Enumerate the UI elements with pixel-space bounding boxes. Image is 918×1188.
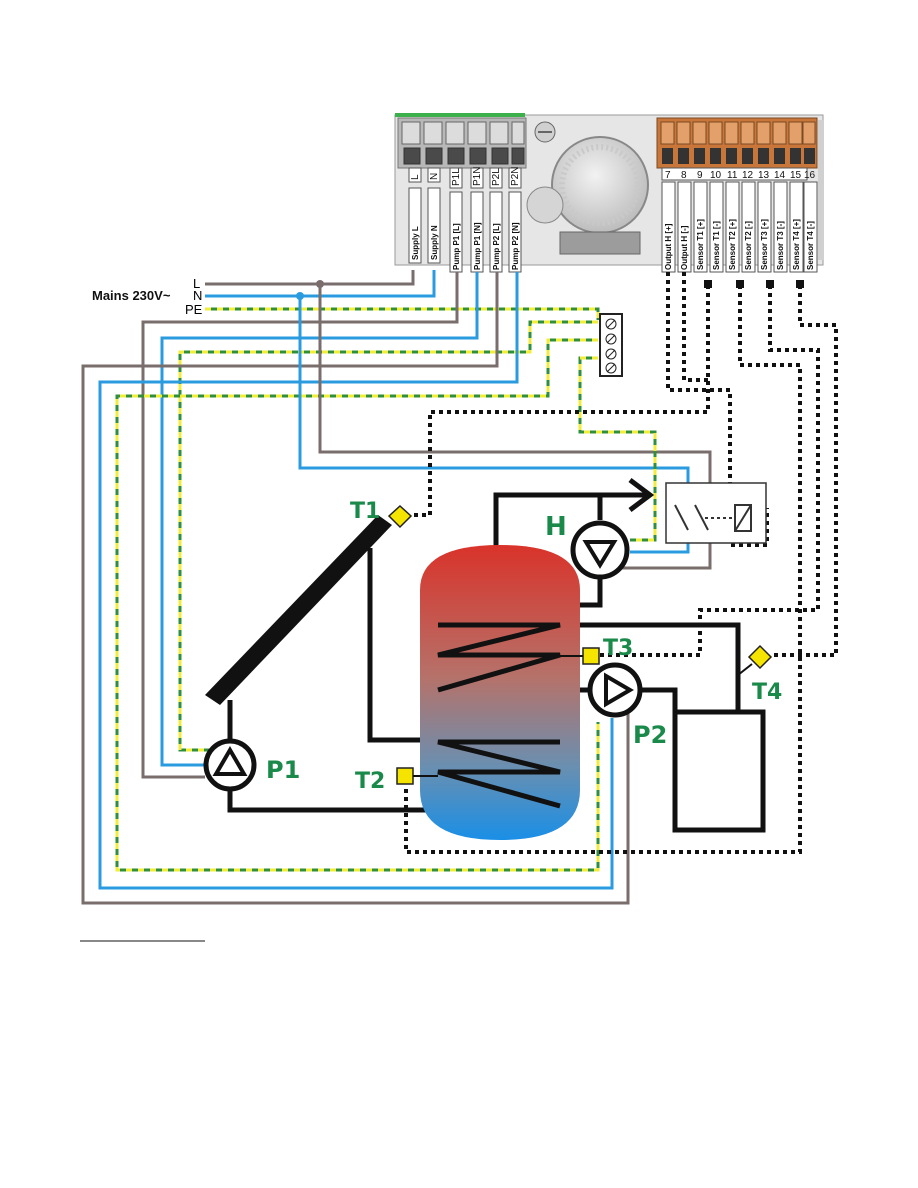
term-label-sensor-t2-minus: Sensor T2 [-] <box>744 221 753 270</box>
pump-p2 <box>587 662 643 718</box>
term-10-num: 10 <box>710 170 722 181</box>
p1-earth-wire <box>178 320 598 752</box>
t2-sensor-cable <box>404 285 802 854</box>
solar-collector <box>205 515 392 705</box>
component-labels: T1 T2 T3 T4 H P1 P2 <box>266 499 782 794</box>
relay-earth-feed <box>578 356 657 542</box>
term-P2L-num: P2L <box>491 168 502 186</box>
term-label-sensor-t4-plus: Sensor T4 [+] <box>792 219 801 270</box>
term-label-sensor-t4-minus: Sensor T4 [-] <box>806 221 815 270</box>
term-label-pump-p2-l: Pump P2 [L] <box>492 223 501 270</box>
term-label-sensor-t3-minus: Sensor T3 [-] <box>776 221 785 270</box>
term-7-num: 7 <box>665 170 671 181</box>
left-terminal-labels: Supply L Supply N Pump P1 [L] Pump P1 [N… <box>408 187 522 273</box>
label-p2: P2 <box>633 721 667 749</box>
upper-heat-exchanger-coil <box>437 622 561 693</box>
term-label-sensor-t2-plus: Sensor T2 [+] <box>728 219 737 270</box>
label-t2: T2 <box>355 769 385 794</box>
sensor-t1-icon <box>387 504 413 529</box>
dhw-arrow-icon <box>628 478 655 512</box>
term-13-num: 13 <box>758 170 770 181</box>
term-label-pump-p1-l: Pump P1 [L] <box>452 223 461 270</box>
p2-out-pipe <box>640 687 678 712</box>
secondary-heat-store <box>672 709 766 833</box>
term-P1N-num: P1N <box>472 167 483 186</box>
mains-PE-label: PE <box>185 302 203 317</box>
label-p1: P1 <box>266 756 300 784</box>
relay-box <box>665 482 767 544</box>
term-label-sensor-t1-plus: Sensor T1 [+] <box>696 219 705 270</box>
left-screw-terminals <box>401 121 525 145</box>
dial-knob <box>551 136 649 234</box>
t4-sensor-cable <box>770 285 838 657</box>
t1-sensor-cable <box>412 285 710 517</box>
sensors <box>387 504 773 785</box>
output-h-minus-cable <box>682 272 710 382</box>
term-N-num: N <box>429 173 440 180</box>
term-15-num: 15 <box>790 170 802 181</box>
term-label-output-h-minus: Output H [-] <box>680 225 689 270</box>
pump-h <box>570 520 630 580</box>
label-h: H <box>545 512 567 542</box>
term-P2N-num: P2N <box>510 167 521 186</box>
mains-earth-wire <box>205 307 600 320</box>
sensor-t2-icon <box>396 767 414 785</box>
left-terminal-numbers: L N P1L P1N P2L P2N <box>408 167 522 189</box>
term-9-num: 9 <box>697 170 703 181</box>
label-t4: T4 <box>752 680 782 705</box>
term-14-num: 14 <box>774 170 786 181</box>
right-terminal-numbers: 7 8 9 10 11 12 13 14 15 16 <box>661 167 816 181</box>
sensor-t3-icon <box>582 647 600 665</box>
term-12-num: 12 <box>742 170 754 181</box>
t3-sensor-cable <box>600 285 820 657</box>
relay-neutral-feed <box>298 296 690 554</box>
p2-live-wire <box>81 272 630 905</box>
right-terminal-labels: Output H [+] Output H [-] Sensor T1 [+] … <box>661 181 818 273</box>
p1-live-wire <box>141 272 459 779</box>
pump-h-icon <box>582 540 618 569</box>
term-L-num: L <box>410 174 421 180</box>
storage-tank <box>420 545 580 840</box>
mains-L-label: L <box>193 276 200 291</box>
mains-labels: Mains 230V~ L N PE <box>92 276 203 317</box>
pump-p2-icon <box>604 672 634 708</box>
sensor-plugs <box>704 280 804 288</box>
term-label-pump-p2-n: Pump P2 [N] <box>511 222 520 270</box>
term-label-supply-n: Supply N <box>430 225 439 260</box>
earth-terminal-block <box>599 313 623 377</box>
p1-neutral-wire <box>160 272 479 767</box>
mains-label: Mains 230V~ <box>92 288 171 303</box>
relay-live-feed <box>318 284 712 570</box>
mains-neutral-wire <box>205 270 436 298</box>
label-t3: T3 <box>603 636 633 661</box>
term-16-num: 16 <box>804 170 816 181</box>
output-h-cable <box>666 272 769 547</box>
term-label-sensor-t1-minus: Sensor T1 [-] <box>712 221 721 270</box>
term-label-pump-p1-n: Pump P1 [N] <box>473 222 482 270</box>
term-label-output-h-plus: Output H [+] <box>664 223 673 270</box>
term-P1L-num: P1L <box>451 168 462 186</box>
mains-live-wire <box>205 270 415 286</box>
lower-heat-exchanger-coil <box>437 739 561 809</box>
mains-N-label: N <box>193 288 202 303</box>
label-t1: T1 <box>350 499 380 524</box>
sensor-t4-icon <box>747 644 773 670</box>
pump-p1-icon <box>212 746 248 776</box>
p2-neutral-wire <box>98 272 614 890</box>
term-label-sensor-t3-plus: Sensor T3 [+] <box>760 219 769 270</box>
term-11-num: 11 <box>727 170 738 181</box>
sensor-cables <box>404 272 838 854</box>
term-8-num: 8 <box>681 170 687 181</box>
wiring <box>81 270 712 905</box>
pump-p1 <box>203 738 257 792</box>
term-label-supply-l: Supply L <box>411 226 420 260</box>
